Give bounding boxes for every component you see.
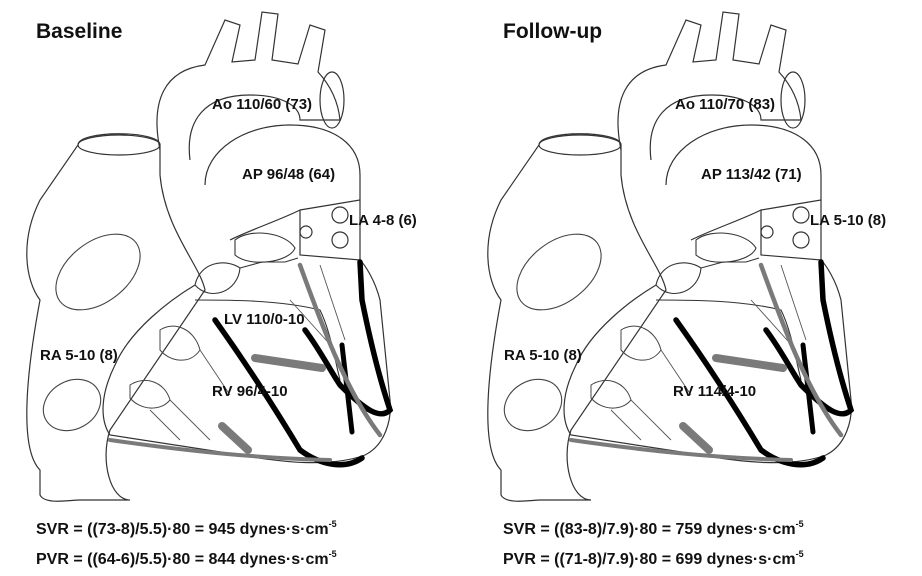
heart-diagram bbox=[461, 0, 922, 510]
label-ra: RA 5-10 (8) bbox=[40, 347, 118, 364]
panel-title: Baseline bbox=[36, 20, 122, 44]
svr-exponent: -5 bbox=[329, 519, 337, 529]
svr-text: SVR = ((73-8)/5.5)·80 = 945 dynes·s·cm bbox=[36, 521, 329, 538]
label-ra: RA 5-10 (8) bbox=[504, 347, 582, 364]
heart-diagram bbox=[0, 0, 461, 510]
pvr-text: PVR = ((71-8)/7.9)·80 = 699 dynes·s·cm bbox=[503, 551, 796, 568]
panel-baseline: Baseline Ao 110/60 (73) AP 96/48 (64) LA… bbox=[0, 0, 461, 576]
label-rv: RV 96/4-10 bbox=[212, 383, 288, 400]
panel-follow-up: Follow-up Ao 110/70 (83) AP 113/42 (71) … bbox=[461, 0, 922, 576]
label-la: LA 5-10 (8) bbox=[810, 212, 886, 229]
label-la: LA 4-8 (6) bbox=[349, 212, 417, 229]
label-rv: RV 114/4-10 bbox=[673, 383, 756, 400]
pvr-exponent: -5 bbox=[329, 549, 337, 559]
label-lv: LV 110/0-10 bbox=[224, 311, 305, 328]
panel-title: Follow-up bbox=[503, 20, 602, 44]
pvr-formula: PVR = ((64-6)/5.5)·80 = 844 dynes·s·cm-5 bbox=[36, 551, 337, 569]
svr-text: SVR = ((83-8)/7.9)·80 = 759 dynes·s·cm bbox=[503, 521, 796, 538]
label-ao: Ao 110/60 (73) bbox=[212, 96, 312, 113]
label-ap: AP 96/48 (64) bbox=[242, 166, 335, 183]
pvr-exponent: -5 bbox=[796, 549, 804, 559]
svr-formula: SVR = ((73-8)/5.5)·80 = 945 dynes·s·cm-5 bbox=[36, 521, 337, 539]
label-ap: AP 113/42 (71) bbox=[701, 166, 802, 183]
pvr-formula: PVR = ((71-8)/7.9)·80 = 699 dynes·s·cm-5 bbox=[503, 551, 804, 569]
svr-exponent: -5 bbox=[796, 519, 804, 529]
svr-formula: SVR = ((83-8)/7.9)·80 = 759 dynes·s·cm-5 bbox=[503, 521, 804, 539]
label-ao: Ao 110/70 (83) bbox=[675, 96, 775, 113]
pvr-text: PVR = ((64-6)/5.5)·80 = 844 dynes·s·cm bbox=[36, 551, 329, 568]
